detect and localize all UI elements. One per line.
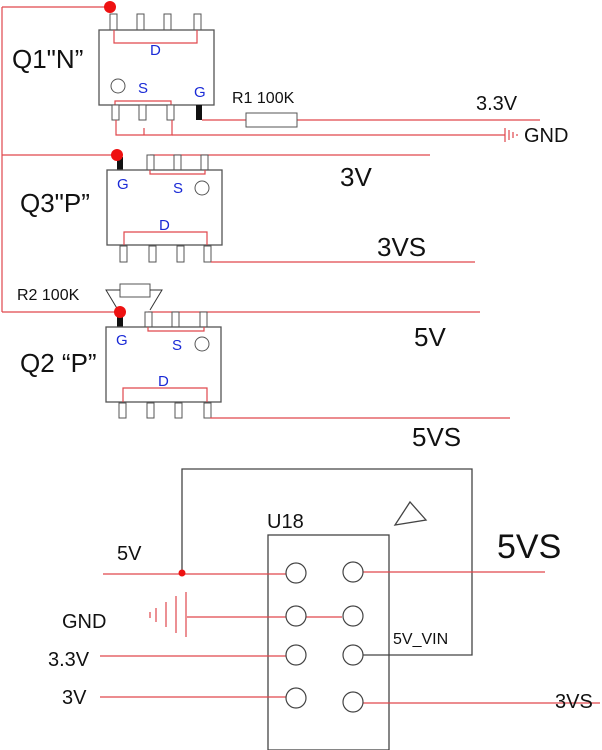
r1-label: R1 100K — [232, 90, 295, 107]
u18-5vs-label: 5VS — [497, 528, 561, 566]
u18-wires — [100, 571, 600, 704]
net-5vs-label: 5VS — [412, 422, 461, 452]
q3-gate-label: G — [117, 176, 129, 193]
q3-source-label: S — [173, 180, 183, 197]
r2-wires — [105, 289, 163, 311]
net-3v3-label: 3.3V — [476, 93, 518, 115]
r2-resistor — [119, 283, 151, 298]
q3-drain-label: D — [159, 217, 170, 234]
5v-vin-loop-wire — [181, 468, 473, 656]
r2-label: R2 100K — [17, 287, 80, 304]
u18-5v-vin-label: 5V_VIN — [393, 631, 448, 648]
ground-icon — [149, 592, 187, 637]
q2-gate-label: G — [116, 332, 128, 349]
u18-connector — [267, 534, 390, 750]
triangle-marker-icon — [393, 500, 428, 526]
net-gnd-label: GND — [524, 125, 568, 147]
u18-3v3-label: 3.3V — [48, 649, 90, 671]
q1-label: Q1"N” — [12, 44, 83, 74]
q3-label: Q3"P” — [20, 188, 90, 218]
q1-gate-label: G — [194, 84, 206, 101]
ground-icon — [504, 128, 518, 142]
q1-drain-label: D — [150, 42, 161, 59]
u18-5v-label: 5V — [117, 543, 142, 565]
u18-3vs-label: 3VS — [555, 691, 593, 713]
q1-wires — [172, 119, 540, 136]
left-bus-wire — [1, 6, 120, 313]
q2-drain-label: D — [158, 373, 169, 390]
q3-mosfet — [106, 154, 475, 263]
junction-dot — [104, 1, 116, 13]
u18-label: U18 — [267, 511, 304, 533]
q1-source-label: S — [138, 80, 148, 97]
q2-mosfet — [105, 311, 510, 419]
net-3v-label: 3V — [340, 162, 372, 192]
r1-resistor — [245, 112, 298, 128]
q2-label: Q2 “P” — [20, 348, 97, 378]
u18-gnd-label: GND — [62, 611, 106, 633]
junction-dot — [178, 569, 186, 577]
q1-mosfet — [98, 13, 215, 136]
q2-source-label: S — [172, 337, 182, 354]
junction-dot — [114, 306, 126, 318]
junction-dot — [111, 149, 123, 161]
net-3vs-label: 3VS — [377, 232, 426, 262]
u18-pins — [285, 561, 364, 713]
net-5v-label: 5V — [414, 322, 446, 352]
u18-3v-label: 3V — [62, 687, 87, 709]
